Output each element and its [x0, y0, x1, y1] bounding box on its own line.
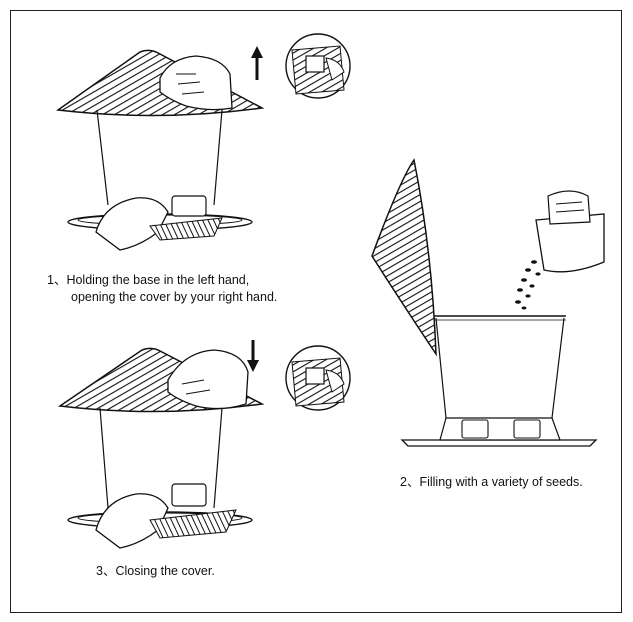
step2-feeder [371, 158, 605, 447]
step2-caption: 2、Filling with a variety of seeds. [400, 474, 583, 491]
step1-caption: 1、Holding the base in the left hand, ope… [47, 272, 277, 306]
step1-number: 1、 [47, 273, 67, 287]
step2-line1: Filling with a variety of seeds. [419, 475, 583, 489]
step3-line1: Closing the cover. [115, 564, 215, 578]
arrow-up-icon [251, 46, 263, 80]
step2-number: 2、 [400, 475, 420, 489]
step1-line2: opening the cover by your right hand. [71, 290, 278, 304]
step3-number: 3、 [96, 564, 116, 578]
detail-circle-open [285, 33, 351, 99]
step1-line1: Holding the base in the left hand, [66, 273, 250, 287]
arrow-down-icon [247, 340, 259, 372]
step3-feeder [57, 347, 265, 549]
detail-circle-closed [285, 345, 351, 411]
step3-caption: 3、Closing the cover. [96, 563, 215, 580]
step1-feeder [55, 49, 265, 251]
